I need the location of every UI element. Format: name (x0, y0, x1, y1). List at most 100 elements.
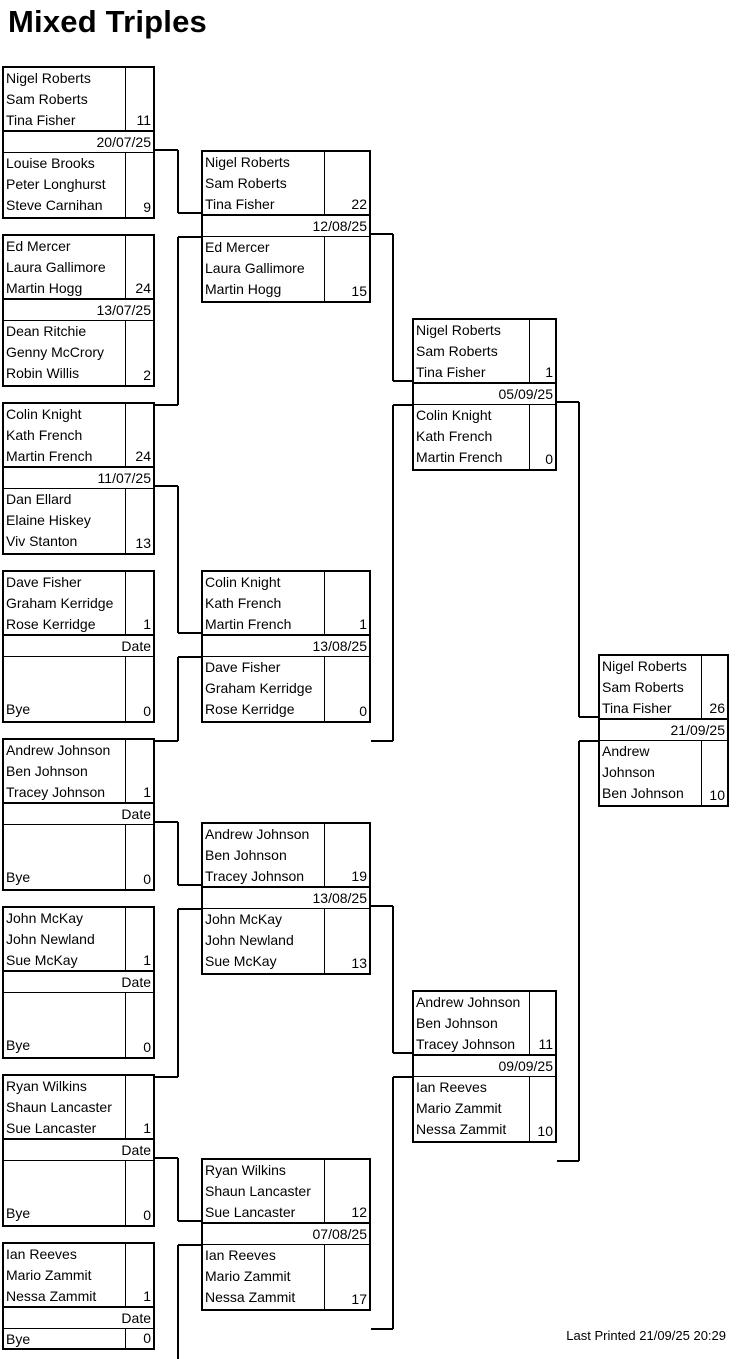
player-name: Colin Knight (205, 574, 281, 590)
player-name: Shaun Lancaster (205, 1183, 311, 1199)
player-name: Mario Zammit (205, 1268, 291, 1284)
player-name: Mario Zammit (416, 1100, 502, 1116)
player-name: Colin Knight (6, 406, 82, 422)
player-name: Andrew Johnson (416, 994, 521, 1010)
player-name: Tina Fisher (416, 364, 486, 380)
player-name: Steve Carnihan (6, 197, 103, 213)
player-name: Kath French (6, 427, 83, 443)
player-name: Kath French (205, 595, 282, 611)
team-score: 0 (143, 871, 151, 887)
team-score: 0 (143, 703, 151, 719)
team-score: 26 (709, 700, 725, 716)
player-name: Elaine Hiskey (6, 512, 91, 528)
team-score: 11 (538, 1036, 553, 1052)
player-name: Nessa Zammit (416, 1121, 507, 1137)
player-name: Tina Fisher (602, 700, 672, 716)
player-name: Viv Stanton (6, 533, 78, 549)
player-name: Laura Gallimore (6, 259, 106, 275)
player-name: Ed Mercer (205, 239, 270, 255)
player-name: Robin Willis (6, 365, 80, 381)
player-name: Nigel Roberts (602, 658, 687, 674)
player-name: John McKay (205, 911, 283, 927)
player-name: Dean Ritchie (6, 323, 87, 339)
team-score: 17 (351, 1291, 367, 1307)
player-name: Ian Reeves (6, 1246, 77, 1262)
player-name: Ryan Wilkins (205, 1162, 286, 1178)
player-name: Andrew Johnson (6, 742, 111, 758)
player-name: Ben Johnson (416, 1015, 498, 1031)
match-date: 07/08/25 (201, 1224, 371, 1245)
player-name: Bye (6, 869, 31, 885)
match-date: 09/09/25 (412, 1056, 557, 1077)
match-date: Date (2, 636, 155, 657)
player-name: Shaun Lancaster (6, 1099, 112, 1115)
player-name: Laura Gallimore (205, 260, 305, 276)
player-name: Sam Roberts (416, 343, 498, 359)
team-score: 12 (351, 1204, 367, 1220)
player-name: Nigel Roberts (416, 322, 501, 338)
match-date: Date (2, 1140, 155, 1161)
match-date: Date (2, 972, 155, 993)
team-score: 10 (709, 787, 725, 803)
match-date: 13/07/25 (2, 300, 155, 321)
team-score: 11 (136, 112, 151, 128)
team-score: 24 (135, 448, 151, 464)
player-name: Colin Knight (416, 407, 492, 423)
player-name: Nigel Roberts (6, 70, 91, 86)
player-name: Martin French (416, 449, 503, 465)
match-date: 21/09/25 (598, 720, 729, 741)
team-box: Bye 0 (2, 825, 155, 891)
player-name: Ben Johnson (205, 847, 287, 863)
team-players: Bye (4, 993, 126, 1057)
last-printed-note: Last Printed 21/09/25 20:29 (566, 1328, 726, 1343)
page-title: Mixed Triples (8, 4, 207, 39)
team-score: 0 (359, 703, 367, 719)
team-score: 1 (143, 1288, 151, 1304)
player-name: Martin Hogg (205, 281, 282, 297)
team-players: Bye (4, 657, 126, 721)
match-date: Date (2, 804, 155, 825)
team-score: 0 (143, 1039, 151, 1055)
player-name: Graham Kerridge (6, 595, 114, 611)
player-name: Dave Fisher (205, 659, 281, 675)
player-name: Tracey Johnson (6, 784, 106, 800)
team-score: 0 (143, 1330, 151, 1346)
player-name: Tina Fisher (6, 112, 76, 128)
player-name: Ian Reeves (205, 1247, 276, 1263)
team-score: 13 (351, 955, 367, 971)
player-name: Bye (6, 1037, 31, 1053)
player-name: Andrew Johnson (205, 826, 310, 842)
player-name: Kath French (416, 428, 493, 444)
player-name: Graham Kerridge (205, 680, 313, 696)
player-name: Sue Lancaster (6, 1120, 97, 1136)
team-box: Bye 0 (2, 657, 155, 723)
team-score: 1 (143, 952, 151, 968)
player-name: Sue McKay (6, 952, 78, 968)
match-date: Date (2, 1308, 155, 1329)
